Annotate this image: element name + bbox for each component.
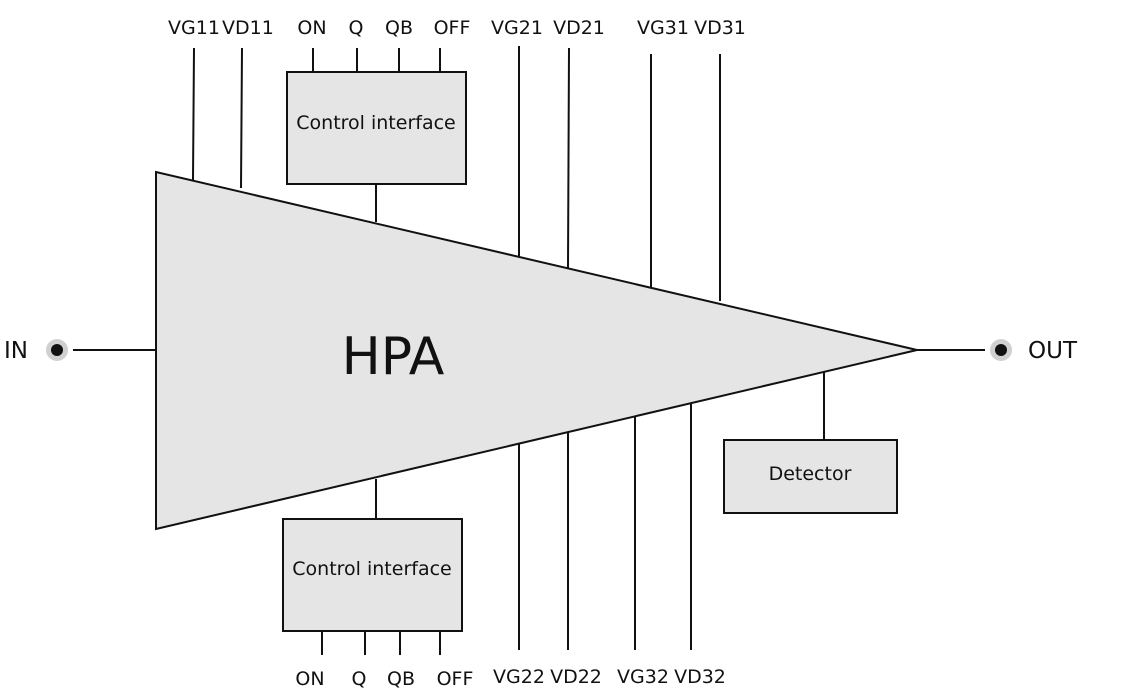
pin-label-vg21: VG21: [491, 17, 543, 39]
hpa-label: HPA: [342, 327, 445, 387]
pin-label-bottom-qb: QB: [387, 668, 415, 690]
pin-label-vd32: VD32: [674, 666, 726, 688]
input-label: IN: [4, 338, 28, 364]
bottom-control-interface-label: Control interface: [292, 558, 451, 580]
detector-box: [723, 439, 898, 514]
pin-label-bottom-off: OFF: [437, 668, 474, 690]
pin-wire-vg11: [192, 47, 195, 181]
pin-wire-vd11: [240, 47, 243, 189]
pin-wire-vd21: [567, 47, 570, 269]
detector-label: Detector: [769, 463, 852, 485]
pin-label-top-qb: QB: [385, 17, 413, 39]
pin-label-vg11: VG11: [168, 17, 220, 39]
pin-label-top-on: ON: [297, 17, 326, 39]
output-port-dot: [995, 344, 1007, 356]
output-label: OUT: [1028, 338, 1078, 364]
bottom-control-interface-box: [282, 518, 463, 632]
pin-label-bottom-on: ON: [295, 668, 324, 690]
pin-label-bottom-q: Q: [352, 668, 367, 690]
top-control-interface-box: [286, 71, 467, 185]
pin-label-vd22: VD22: [550, 666, 602, 688]
pin-label-vg31: VG31: [637, 17, 689, 39]
input-port-dot: [51, 344, 63, 356]
pin-label-vd11: VD11: [222, 17, 274, 39]
pin-label-top-q: Q: [349, 17, 364, 39]
pin-label-top-off: OFF: [434, 17, 471, 39]
top-control-interface-label: Control interface: [296, 112, 455, 134]
pin-label-vd31: VD31: [694, 17, 746, 39]
pin-label-vg32: VG32: [617, 666, 669, 688]
pin-label-vg22: VG22: [493, 666, 545, 688]
pin-label-vd21: VD21: [553, 17, 605, 39]
